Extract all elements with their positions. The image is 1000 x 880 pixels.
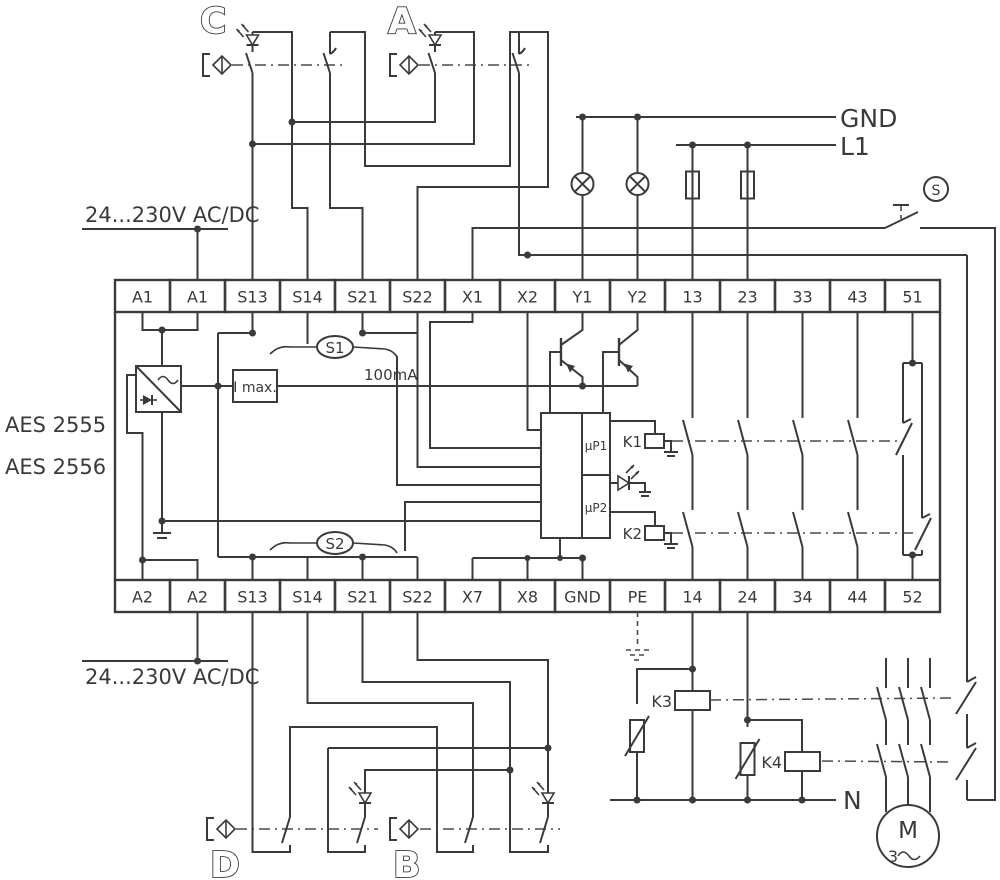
gnd-label: GND (840, 104, 897, 133)
terminal-label-bottom-13: 44 (847, 588, 867, 607)
k4-label: K4 (761, 753, 782, 772)
terminal-label-top-6: X1 (462, 288, 483, 307)
supply-bottom (82, 612, 228, 665)
led-icon (235, 23, 260, 53)
terminal-label-bottom-3: S14 (292, 588, 323, 607)
terminal-label-top-11: 23 (737, 288, 757, 307)
terminal-label-top-8: Y1 (572, 288, 593, 307)
terminal-label-bottom-12: 34 (792, 588, 812, 607)
motor-label: M (898, 818, 918, 844)
motor (876, 804, 940, 868)
terminal-label-top-14: 51 (902, 288, 922, 307)
sensor-d-label: D (210, 845, 240, 880)
terminal-row-bottom: A2 A2 S13 S14 S21 S22 X7 X8 GND PE 14 24 34 44 52 (113, 578, 942, 614)
relay-block-outline (113, 312, 942, 580)
terminal-label-top-7: X2 (517, 288, 538, 307)
s1-label: S1 (325, 339, 344, 357)
varistor-icon (734, 738, 761, 780)
magnet-icon (206, 817, 236, 841)
terminal-label-bottom-7: X8 (517, 588, 538, 607)
supply-label-bottom: 24...230V AC/DC (85, 665, 259, 689)
sensor-d (206, 612, 510, 853)
internal-circuit (126, 312, 932, 580)
k1-label: K1 (623, 433, 642, 451)
terminal-label-bottom-2: S13 (237, 588, 268, 607)
reset-switch-label: S (932, 183, 941, 199)
terminal-label-top-0: A1 (132, 288, 153, 307)
lamp-icon (570, 172, 595, 196)
rails (570, 113, 836, 280)
terminal-label-bottom-9: PE (628, 588, 648, 607)
terminal-label-top-10: 13 (682, 288, 702, 307)
sensor-c (202, 23, 549, 280)
contactor-circuit (610, 612, 953, 868)
nc-51-52 (895, 312, 932, 580)
magnet-icon (202, 53, 232, 77)
terminal-label-bottom-11: 24 (737, 588, 757, 607)
terminal-label-top-2: S13 (237, 288, 268, 307)
k2-label: K2 (623, 525, 642, 543)
terminal-label-bottom-5: S22 (402, 588, 433, 607)
fuse-icon (685, 170, 700, 200)
pe-earth (626, 612, 649, 661)
terminal-label-top-13: 43 (847, 288, 867, 307)
k3-label: K3 (651, 692, 672, 711)
up2-label: µP2 (585, 501, 608, 515)
lamp-icon (625, 172, 650, 196)
terminal-label-bottom-4: S21 (347, 588, 378, 607)
terminal-label-bottom-14: 52 (902, 588, 922, 607)
s2-label: S2 (325, 535, 344, 553)
varistor-icon (624, 715, 650, 757)
sensor-a (249, 23, 967, 259)
supply-top (82, 225, 228, 280)
sensor-b-label: B (393, 845, 420, 880)
sensor-a-label: A (388, 1, 416, 42)
fuse-icon (740, 170, 755, 200)
reset-circuit (471, 176, 996, 801)
terminal-label-top-1: A1 (187, 288, 208, 307)
transistor-2 (602, 312, 639, 413)
transistor-1 (549, 312, 584, 413)
terminal-label-bottom-10: 14 (682, 588, 702, 607)
phase-contacts (876, 658, 931, 812)
imax-label: I max. (233, 380, 277, 396)
terminal-label-top-12: 33 (792, 288, 812, 307)
terminal-label-top-9: Y2 (627, 288, 648, 307)
model-1: AES 2555 (5, 413, 106, 437)
sensor-c-label: C (200, 1, 226, 42)
terminal-label-top-5: S22 (402, 288, 433, 307)
up1-label: µP1 (585, 439, 608, 453)
led-icon (531, 781, 555, 811)
terminal-label-bottom-6: X7 (462, 588, 483, 607)
l1-label: L1 (840, 132, 870, 161)
model-2: AES 2556 (5, 455, 106, 479)
current-label: 100mA (364, 366, 418, 384)
terminal-label-top-3: S14 (292, 288, 323, 307)
supply-label-top: 24...230V AC/DC (85, 203, 259, 227)
terminal-label-top-4: S21 (347, 288, 378, 307)
motor-phase-label: 3 (888, 847, 898, 866)
magnet-icon (389, 817, 419, 841)
n-label: N (843, 786, 862, 815)
output-contacts (682, 312, 859, 580)
sensor-b (306, 612, 560, 853)
magnet-icon (389, 53, 419, 77)
terminal-label-bottom-8: GND (564, 588, 601, 607)
terminal-label-bottom-0: A2 (132, 588, 153, 607)
led-icon (418, 23, 442, 53)
led-icon (348, 781, 372, 811)
terminal-row-top: A1 A1 S13 S14 S21 S22 X1 X2 Y1 Y2 13 23 33 43 51 (113, 278, 942, 314)
terminal-label-bottom-1: A2 (187, 588, 208, 607)
